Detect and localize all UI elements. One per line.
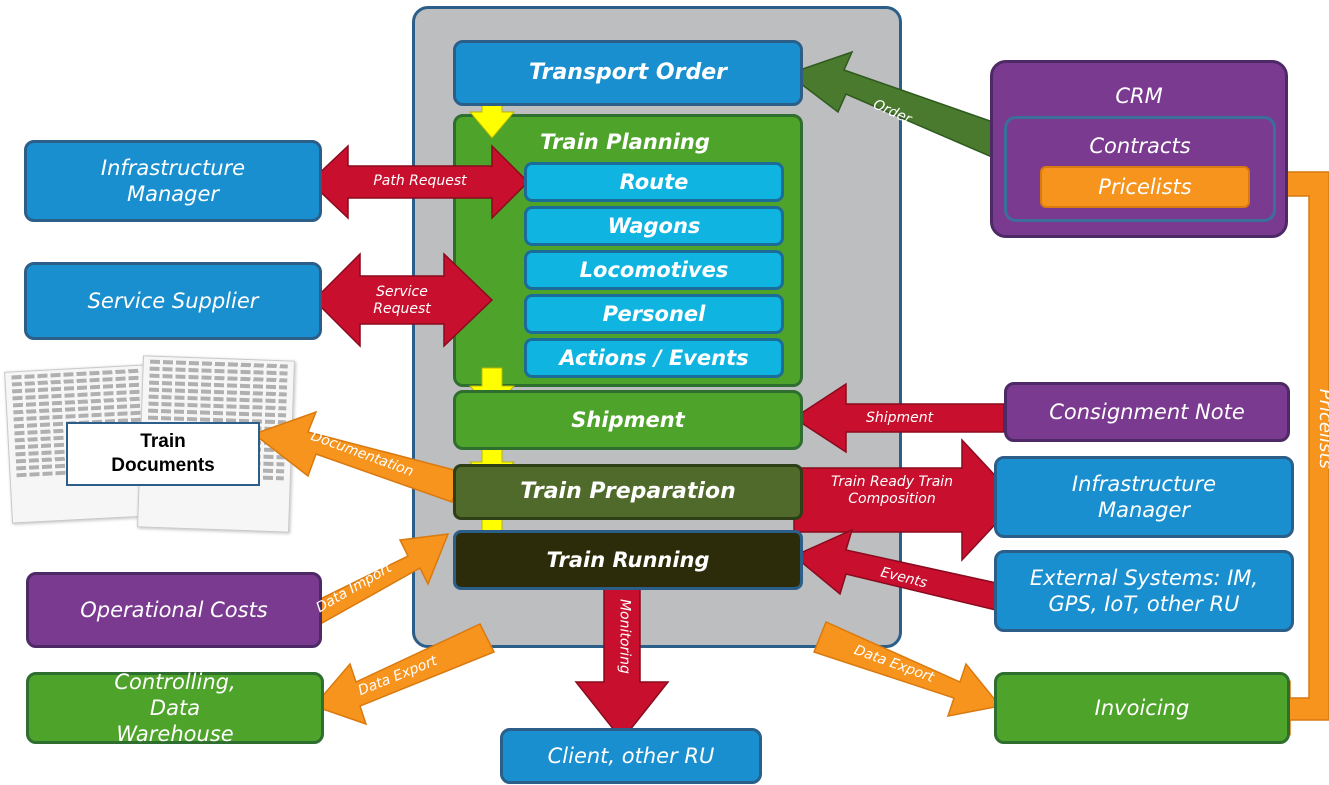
wagons-box: Wagons (524, 206, 784, 246)
shipment-box: Shipment (453, 390, 803, 450)
service-supplier-box: Service Supplier (24, 262, 322, 340)
client-box: Client, other RU (500, 728, 762, 784)
controlling-box: Controlling, Data Warehouse (26, 670, 324, 746)
actions-events-box: Actions / Events (524, 338, 784, 378)
crm-label: CRM (1115, 84, 1163, 108)
service-request-label: Service Request (373, 284, 431, 317)
route-box: Route (524, 162, 784, 202)
shipment-arrow (792, 382, 1005, 454)
train-documents-box: Train Documents (66, 422, 260, 486)
train-preparation-box: Train Preparation (453, 464, 803, 520)
infrastructure-manager-left-box: Infrastructure Manager (24, 140, 322, 222)
data-export-left-arrow (312, 623, 496, 726)
personel-box: Personel (524, 294, 784, 334)
documentation-arrow (252, 410, 463, 503)
contracts-label: Contracts (1089, 134, 1191, 158)
data-export-right-arrow (813, 620, 1002, 717)
train-ready-label: Train Ready Train Composition (830, 474, 954, 507)
monitoring-arrow (574, 587, 670, 742)
infrastructure-manager-right-box: Infrastructure Manager (994, 456, 1294, 538)
service-request-arrow (312, 252, 494, 348)
transport-order-box: Transport Order (453, 40, 803, 106)
invoicing-box: Invoicing (994, 672, 1290, 744)
shipment-label: Shipment (866, 410, 934, 426)
pricelists-box: Pricelists (1040, 166, 1250, 208)
train-ready-arrow (793, 438, 1020, 562)
pricelists-vertical-label: Pricelists (1314, 388, 1329, 469)
events-arrow (792, 528, 1011, 613)
locomotives-box: Locomotives (524, 250, 784, 290)
train-running-box: Train Running (453, 530, 803, 590)
monitoring-label: Monitoring (616, 598, 633, 674)
external-systems-box: External Systems: IM, GPS, IoT, other RU (994, 550, 1294, 632)
operational-costs-box: Operational Costs (26, 572, 322, 648)
consignment-note-box: Consignment Note (1004, 382, 1290, 442)
train-planning-title: Train Planning (540, 130, 710, 154)
data-import-arrow (292, 533, 450, 634)
path-request-label: Path Request (373, 173, 467, 189)
